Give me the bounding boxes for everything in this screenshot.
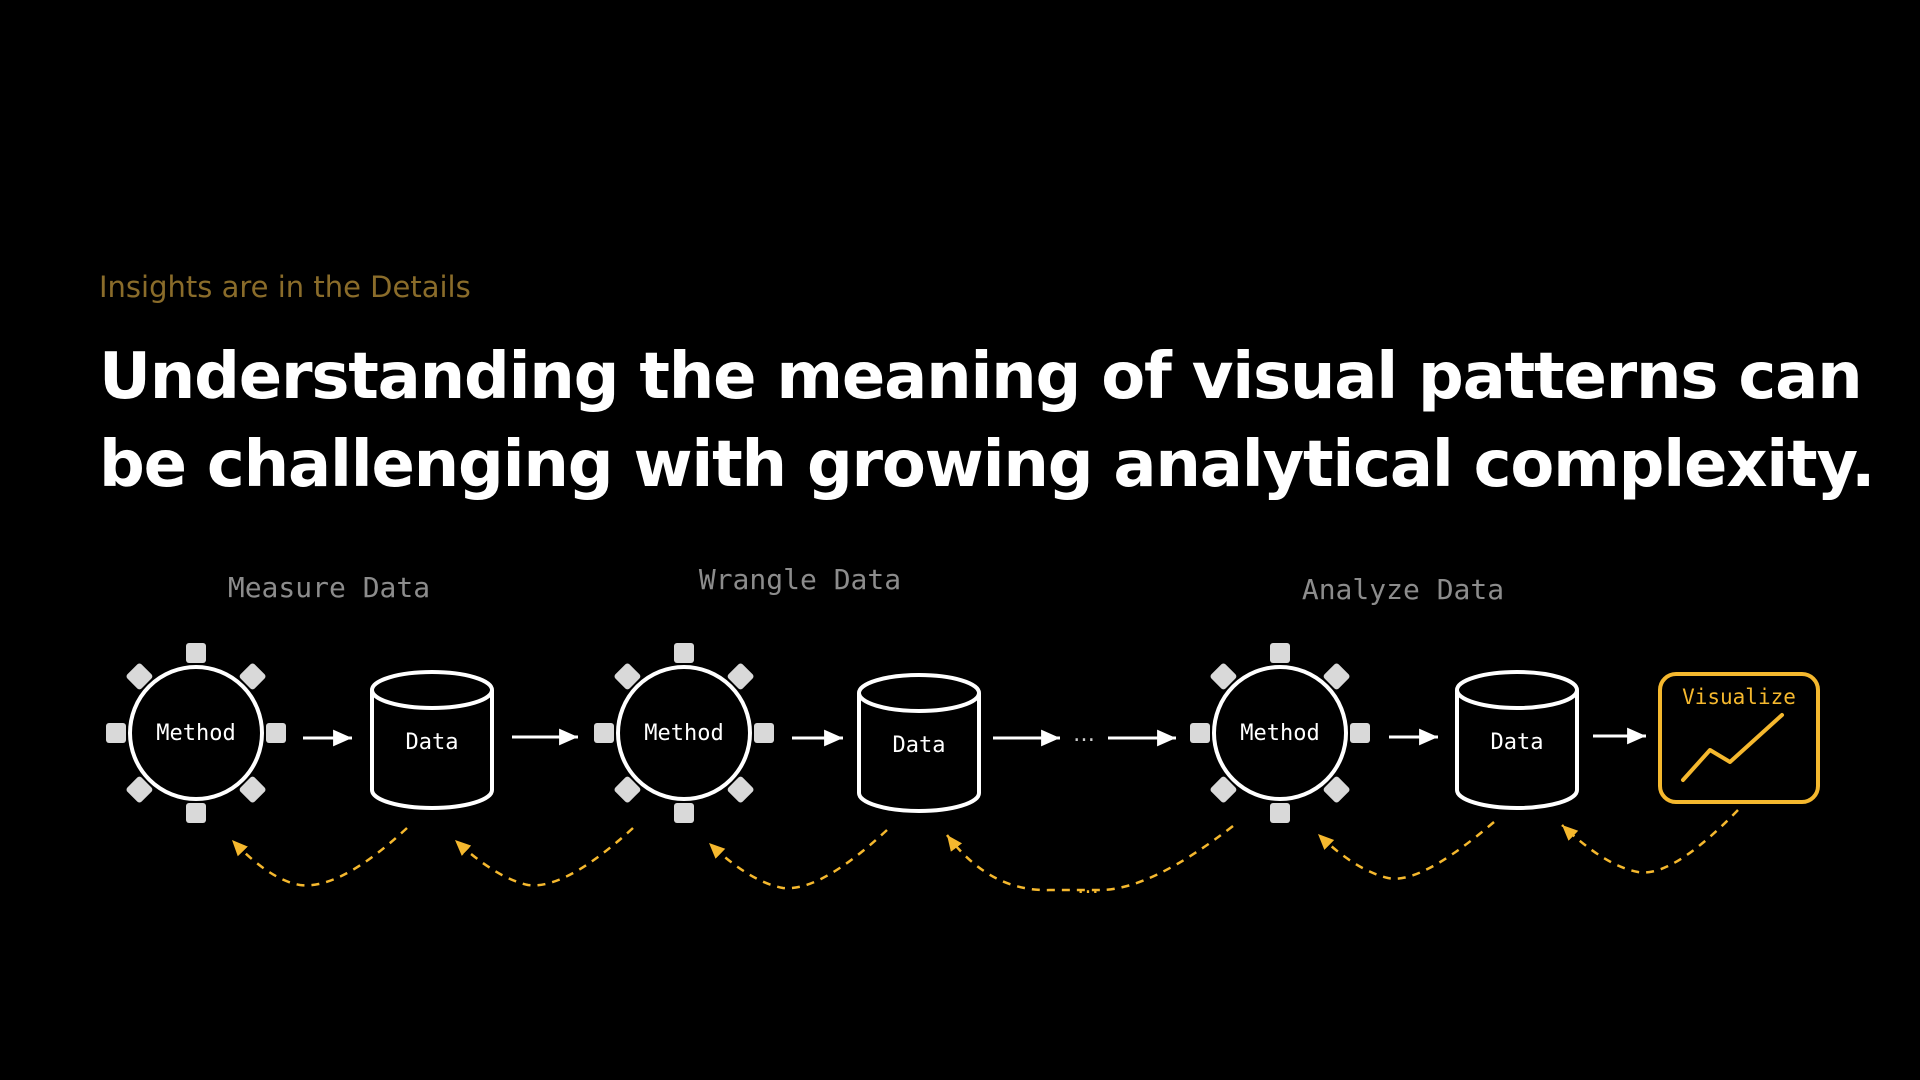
node-method-3: Method xyxy=(1240,721,1319,746)
node-method-1: Method xyxy=(156,721,235,746)
node-method-2: Method xyxy=(644,721,723,746)
headline-line-1: Understanding the meaning of visual patt… xyxy=(99,340,1863,414)
slide-headline: Understanding the meaning of visual patt… xyxy=(99,333,1875,509)
feedback-loops xyxy=(231,809,1739,892)
node-visualize: Visualize xyxy=(1682,685,1796,709)
node-data-1: Data xyxy=(406,730,459,755)
trend-line-icon xyxy=(1681,713,1784,782)
feedback-arrow xyxy=(231,827,408,887)
stage-label-analyze: Analyze Data xyxy=(1302,573,1504,606)
feedback-arrow xyxy=(454,827,634,887)
stage-label-wrangle: Wrangle Data xyxy=(699,563,901,596)
forward-ellipsis: … xyxy=(1073,722,1095,747)
feedback-ellipsis: … xyxy=(1077,874,1099,899)
feedback-arrow xyxy=(1317,821,1495,880)
visualize-box xyxy=(1658,672,1820,804)
feedback-arrow xyxy=(708,829,888,890)
node-data-3: Data xyxy=(1491,730,1544,755)
headline-line-2: be challenging with growing analytical c… xyxy=(99,428,1875,502)
stage-label-measure: Measure Data xyxy=(228,571,430,604)
feedback-arrow xyxy=(946,825,1234,892)
feedback-arrow xyxy=(1561,809,1739,874)
slide-eyebrow: Insights are in the Details xyxy=(99,270,471,304)
node-data-2: Data xyxy=(893,733,946,758)
